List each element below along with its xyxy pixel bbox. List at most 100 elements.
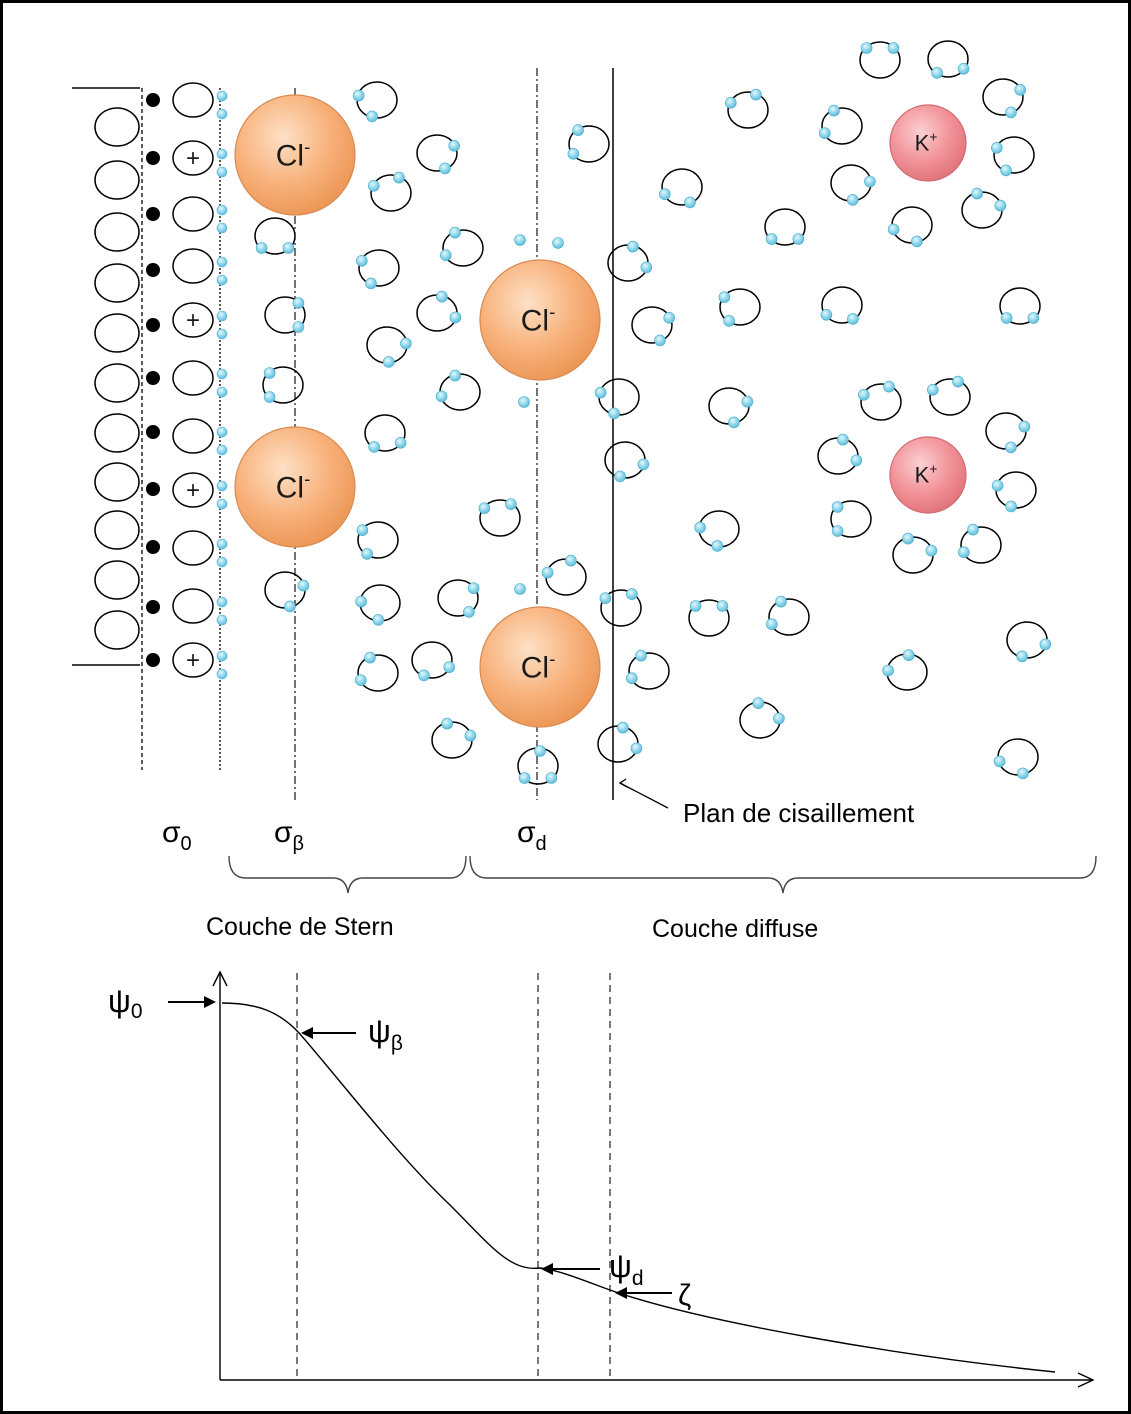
hydrogen [435, 390, 448, 403]
hydrogen [216, 166, 228, 178]
hydrogen [365, 277, 377, 290]
adsorbed-site [172, 196, 214, 232]
hydrogen [724, 97, 737, 109]
plus-sign: + [186, 647, 200, 674]
hydrogen [957, 63, 970, 75]
hydrogen [216, 310, 228, 322]
potential-curve [221, 1002, 1056, 1373]
hydrogen [216, 274, 228, 286]
water-molecule [367, 171, 412, 212]
surface-atom [94, 560, 140, 600]
surface-atom [94, 263, 140, 303]
hydrogen [765, 618, 778, 631]
water-molecule [887, 206, 933, 248]
hydrogen [352, 89, 365, 102]
hydrogen [1005, 441, 1017, 454]
hydrogen [1027, 312, 1040, 324]
hydrogen [372, 614, 385, 626]
hydrogen [993, 755, 1006, 768]
hydrogen [552, 237, 564, 249]
hydrogen [864, 175, 876, 188]
hydrogen [505, 498, 517, 510]
hydrogen [846, 194, 859, 206]
surface-site-dot [146, 151, 160, 165]
water-molecule [820, 286, 863, 325]
water-molecule [364, 414, 407, 453]
hydrogen [514, 234, 526, 246]
hydrogen [635, 649, 647, 662]
shear-plane-label: Plan de cisaillement [618, 778, 915, 828]
hydrogen [216, 90, 228, 102]
water-molecule [993, 738, 1039, 780]
hydrogen [514, 583, 526, 595]
water-molecule [990, 136, 1035, 177]
hydrogen [393, 171, 405, 184]
water-molecule [892, 532, 938, 574]
stern-layer-label: Couche de Stern [206, 913, 394, 941]
hydrogen [1005, 500, 1017, 513]
water-molecule [830, 500, 872, 538]
hydrogen [216, 556, 228, 568]
hydrogen [366, 110, 378, 123]
hydrogen [449, 311, 462, 324]
hydrogen [418, 669, 430, 682]
hydrogen [820, 308, 833, 321]
surface-atom [94, 160, 140, 200]
hydrogen [394, 436, 407, 449]
hydrogen [1039, 638, 1052, 651]
surface-site-dot [146, 207, 160, 221]
positive-site [172, 140, 214, 176]
hydrogen [400, 337, 412, 350]
hydrogen [640, 261, 653, 274]
hydrogen [637, 458, 650, 471]
hydrogen [216, 426, 228, 438]
water-molecule [411, 641, 456, 682]
hydrogen [689, 600, 702, 612]
hydrogen [887, 42, 900, 54]
water-molecule [982, 78, 1027, 119]
hydrogen [1018, 420, 1031, 433]
potassium-ion: K+ [889, 104, 967, 182]
hydrogen [478, 502, 491, 515]
hydrogen [857, 388, 870, 401]
hydrogen [614, 470, 626, 483]
hydrogen [463, 606, 475, 618]
hydrogen [967, 523, 979, 536]
hydrogen [1016, 650, 1028, 663]
water-molecule [352, 81, 398, 123]
hydrogen [1014, 84, 1027, 96]
surface-site-dot [146, 318, 160, 332]
water-molecule [437, 579, 480, 618]
hydrogen [818, 127, 831, 139]
hydrogen [441, 717, 453, 730]
hydrogen [518, 772, 531, 784]
sigma-d-label: σd [517, 816, 547, 855]
stern-brace [228, 855, 467, 894]
adsorbed-site [172, 588, 214, 624]
hydrogen [1017, 767, 1029, 780]
psi-0-label: ψ0 [108, 983, 143, 1023]
hydrogen [439, 249, 452, 261]
water-molecule [439, 226, 484, 267]
plus-sign: + [186, 145, 200, 172]
hydrogen [952, 375, 964, 388]
water-molecule [857, 380, 902, 421]
water-molecule [859, 41, 901, 79]
hydrogen [216, 328, 228, 340]
water-molecule [739, 697, 785, 739]
water-molecule [416, 134, 461, 175]
diffuse-layer-label: Couche diffuse [652, 915, 818, 943]
water-molecule [718, 288, 761, 327]
surface-site-dot [146, 600, 160, 614]
hydrogen [684, 196, 696, 209]
surface-site-dot [146, 482, 160, 496]
hydrogen [750, 88, 762, 101]
hydrogen [599, 592, 612, 605]
hydrogen [216, 108, 228, 120]
positive-site [172, 642, 214, 678]
water-molecule [625, 649, 670, 690]
hydrogen [594, 386, 607, 399]
hydrogen [971, 187, 983, 200]
zeta-marker: ζ [615, 1279, 691, 1312]
